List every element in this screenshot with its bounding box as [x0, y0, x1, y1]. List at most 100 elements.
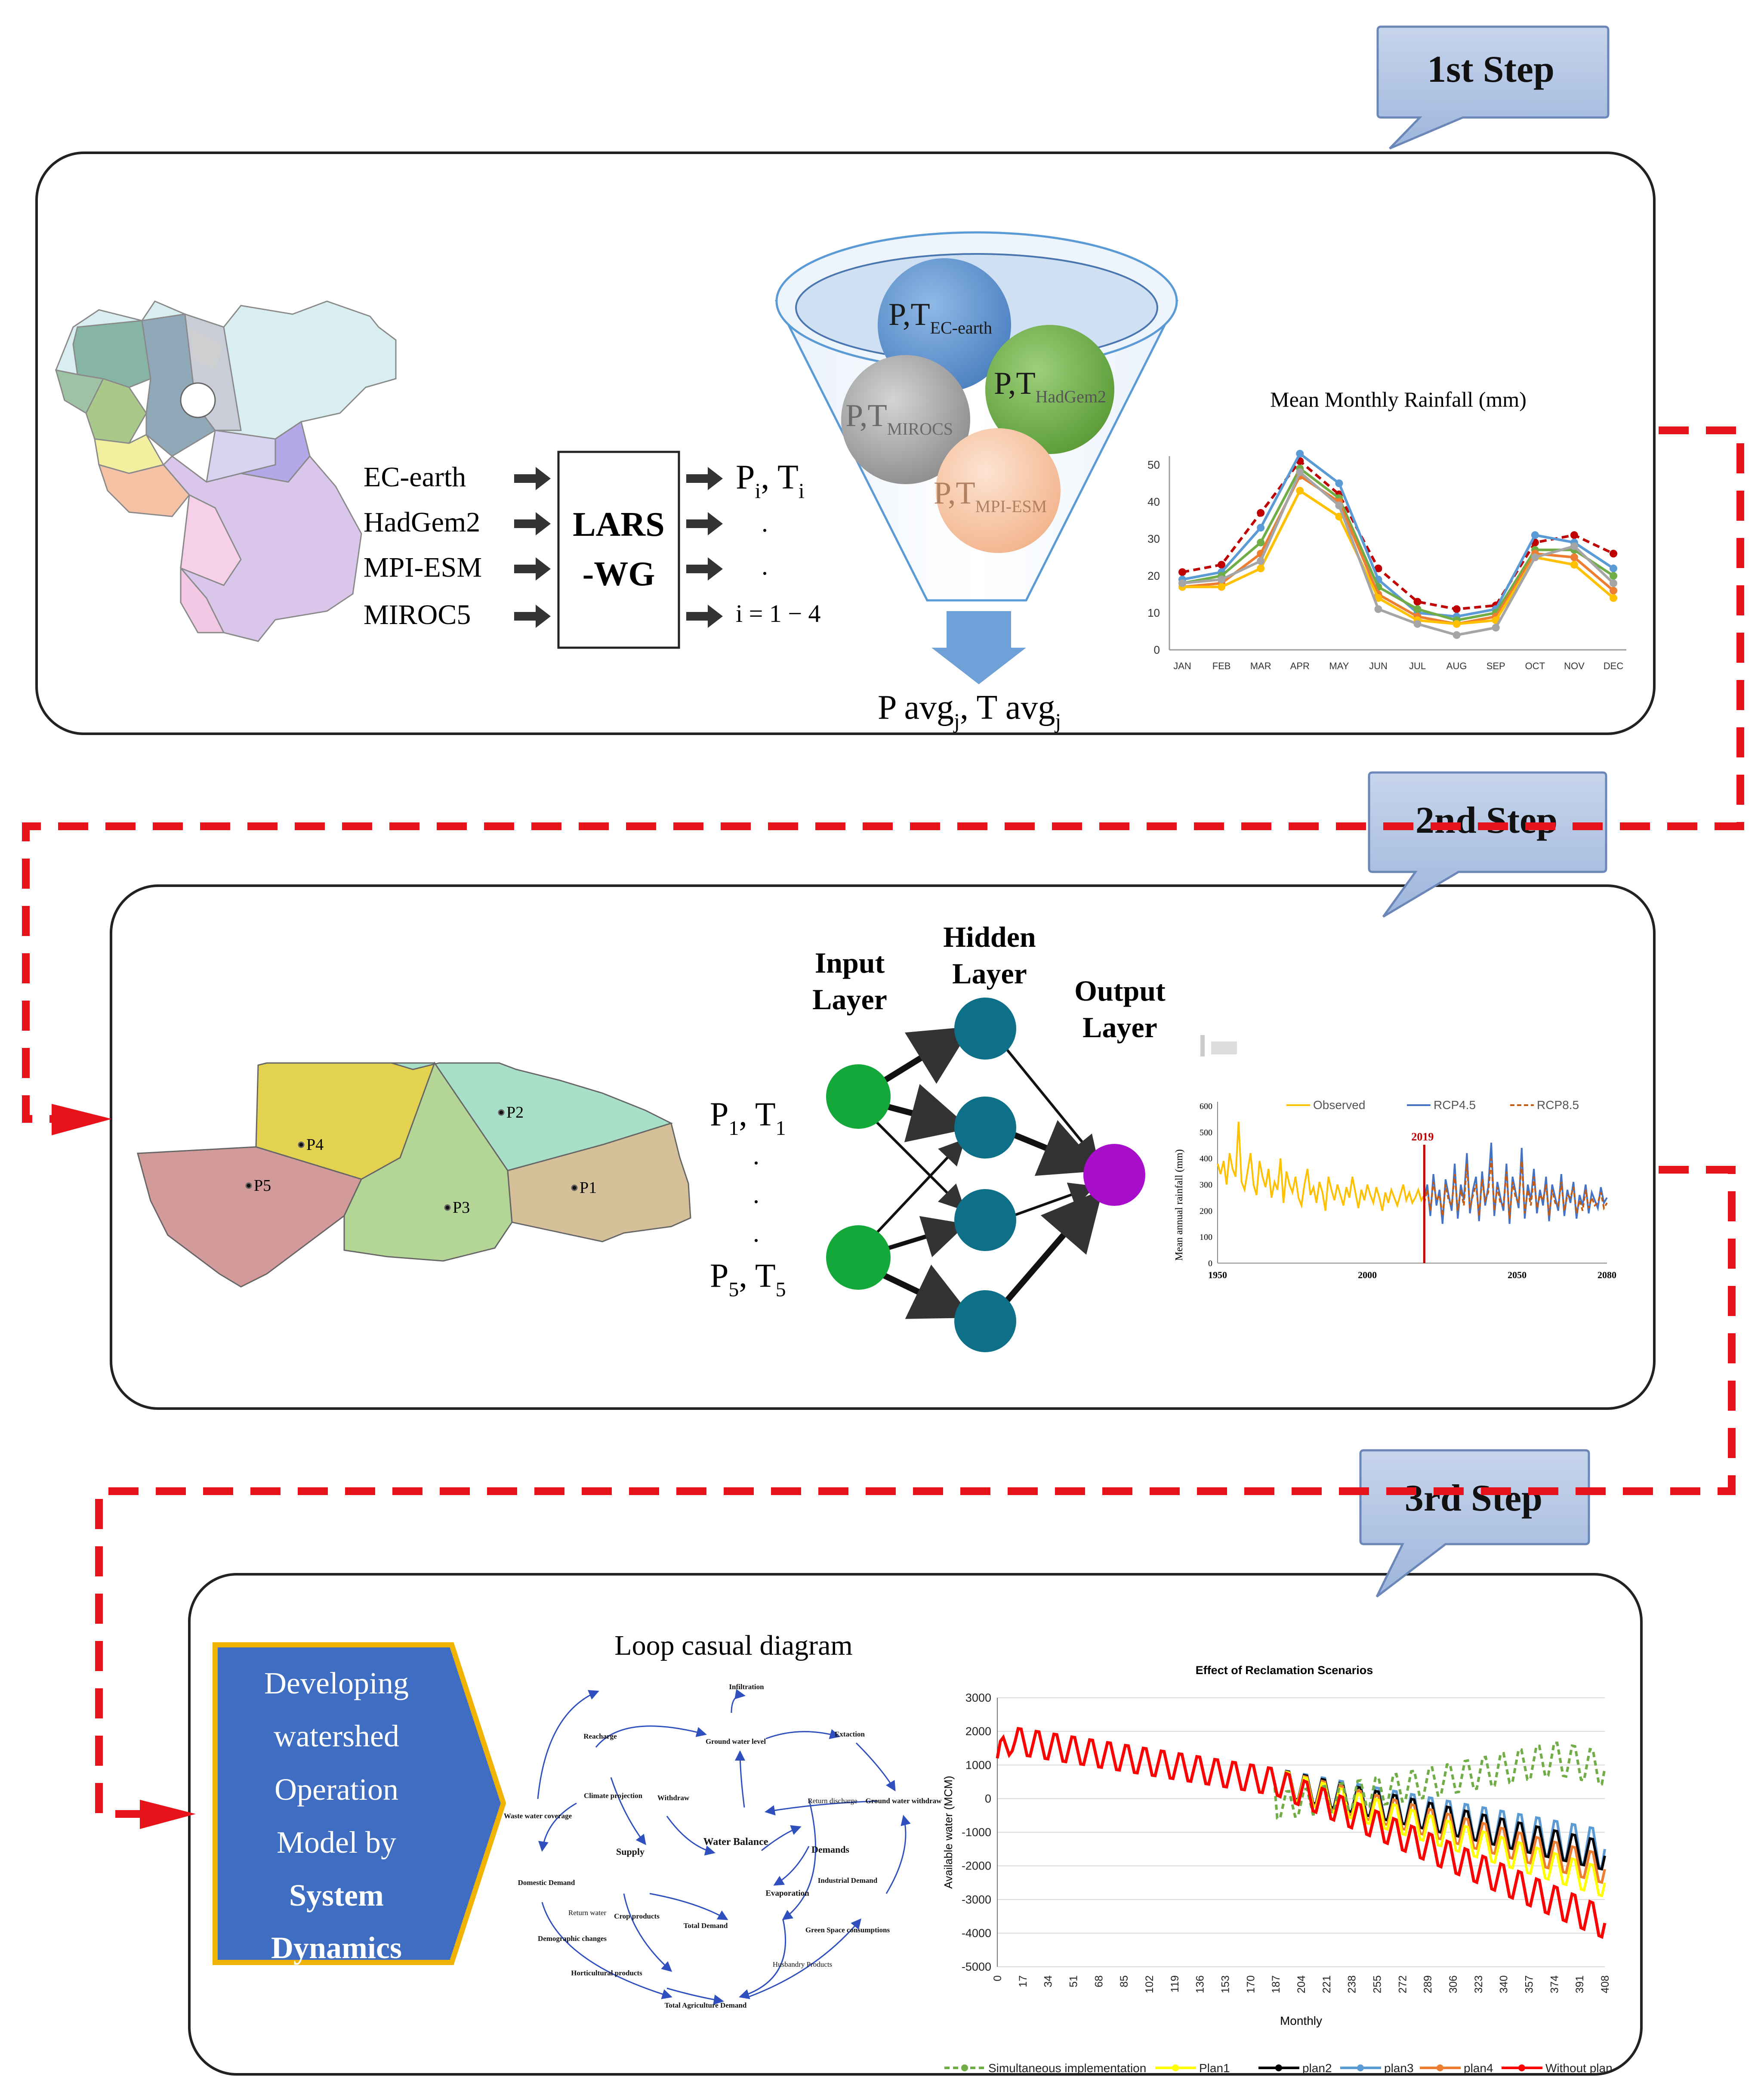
- chart3-series-0: [996, 1727, 1606, 1820]
- chart3-x-tick: 119: [1169, 1975, 1181, 1993]
- label-p3: P3: [453, 1199, 470, 1217]
- hidden-layer-label-1: Hidden: [943, 921, 1036, 953]
- chart3-legend-marker: [1357, 2064, 1364, 2071]
- chart3-x-tick: 357: [1523, 1975, 1536, 1993]
- loop-node-wastewater-coverage: Waste water coverage: [504, 1812, 572, 1820]
- step1-callout: 1st Step: [1376, 25, 1610, 150]
- causal-loop-diagram: Loop casual diagram Infiltration: [504, 1630, 942, 2009]
- sub-basin-map: [137, 1061, 691, 1288]
- loop-node-crop-products: Crop products: [614, 1912, 660, 1920]
- chart1-point: [1257, 509, 1265, 517]
- chart1-point: [1296, 450, 1304, 458]
- chart3-x-tick: 204: [1295, 1975, 1308, 1993]
- chart3-legend-label: plan2: [1302, 2061, 1332, 2075]
- chart3-legend-marker: [1437, 2064, 1443, 2071]
- chart3-legend-label: Plan1: [1199, 2061, 1230, 2075]
- chart2-legend-label: Observed: [1313, 1098, 1365, 1112]
- box-line-1: Developing: [264, 1666, 409, 1700]
- loop-node-supply: Supply: [616, 1846, 645, 1857]
- chart1-point: [1610, 594, 1617, 602]
- svg-text:.: .: [753, 1180, 759, 1208]
- chart1-x-tick: FEB: [1212, 661, 1231, 671]
- step2-panel: [110, 884, 1656, 1410]
- chart2-x-tick: 1950: [1208, 1270, 1227, 1280]
- lars-wg-line2: -WG: [583, 555, 655, 593]
- chart3-legend-label: Without plan: [1545, 2061, 1613, 2075]
- chart2-y-tick: 0: [1208, 1259, 1212, 1268]
- chart3-x-tick: 170: [1245, 1975, 1257, 1993]
- chart2-y-tick: 500: [1200, 1128, 1212, 1137]
- chart1-point: [1413, 598, 1422, 606]
- chart3-xlabel: Monthly: [1280, 2014, 1322, 2027]
- svg-text:Pi, Ti: Pi, Ti: [736, 458, 805, 503]
- loop-node-green-space: Green Space consumptions: [805, 1926, 890, 1934]
- chart2-y-tick: 600: [1200, 1102, 1212, 1111]
- svg-text:.: .: [753, 1141, 759, 1170]
- chart2-2019-label: 2019: [1411, 1131, 1434, 1143]
- chart3-x-tick: 34: [1042, 1975, 1055, 1987]
- chart3-legend-marker: [1275, 2064, 1282, 2071]
- label-p4: P4: [306, 1136, 324, 1154]
- ensemble-range: i = 1 − 4: [736, 599, 821, 627]
- chart1-series-0: [1182, 459, 1614, 611]
- funnel-down-arrow: [931, 611, 1026, 684]
- chart1-point: [1531, 531, 1539, 539]
- svg-text:.: .: [762, 509, 768, 537]
- chart3-x-tick: 17: [1017, 1975, 1029, 1987]
- circle-hadgem2: [985, 325, 1114, 454]
- chart1-point: [1453, 631, 1461, 639]
- loop-node-water-balance: Water Balance: [703, 1836, 768, 1848]
- chart1-point: [1610, 579, 1617, 587]
- chart1-point: [1374, 605, 1382, 613]
- chart1-y-tick: 0: [1154, 643, 1160, 656]
- chart1-point: [1610, 587, 1617, 595]
- chart3-ylabel: Available water (MCM): [942, 1776, 955, 1888]
- chart1-series-2: [1182, 467, 1614, 622]
- chart1-series-4: [1182, 488, 1614, 625]
- chart2-y-tick: 400: [1200, 1154, 1212, 1164]
- chart3-x-tick: 255: [1372, 1975, 1384, 1993]
- chart3-y-tick: 2000: [965, 1725, 991, 1738]
- chart1-x-tick: APR: [1290, 661, 1310, 671]
- box-line-4: Model by: [277, 1825, 396, 1860]
- chart3-x-tick: 391: [1574, 1975, 1586, 1993]
- chart1-series-1: [1182, 451, 1614, 618]
- hidden-node-2: [954, 1097, 1016, 1159]
- svg-text:P5, T5: P5, T5: [710, 1257, 786, 1301]
- chart3-x-tick: 272: [1397, 1975, 1409, 1993]
- svg-text:.: .: [762, 552, 768, 580]
- chart3-x-tick: 51: [1068, 1975, 1080, 1987]
- loop-node-evaporation: Evaporation: [765, 1889, 809, 1898]
- chart1-point: [1218, 561, 1226, 569]
- chart2-ylabel: Mean annual rainfall (mm): [1174, 1149, 1185, 1261]
- box-line-2: watershed: [274, 1719, 399, 1753]
- chart3-x-tick: 306: [1447, 1975, 1459, 1993]
- output-arrows: [686, 467, 723, 628]
- input-node-1: [826, 1064, 891, 1129]
- chart1-y-tick: 10: [1147, 606, 1160, 619]
- step3-panel: [188, 1573, 1643, 2076]
- chart1-x-tick: NOV: [1564, 661, 1585, 671]
- svg-text:P,THadGem2: P,THadGem2: [994, 366, 1106, 406]
- chart1-point: [1570, 542, 1578, 550]
- chart1-point: [1570, 553, 1578, 561]
- lars-wg-line1: LARS: [573, 506, 664, 544]
- chart1-x-tick: JUL: [1409, 661, 1426, 671]
- svg-text:P,TMPI-ESM: P,TMPI-ESM: [934, 476, 1047, 516]
- loop-node-total-agriculture-demand: Total Agriculture Demand: [665, 2001, 747, 2009]
- chart3-legend-label: plan3: [1384, 2061, 1414, 2075]
- chart2-y-tick: 100: [1200, 1233, 1212, 1242]
- step1-panel: [35, 151, 1656, 735]
- chart3-x-tick: 408: [1599, 1975, 1611, 1993]
- chart1-y-tick: 30: [1147, 532, 1160, 545]
- chart1-x-tick: AUG: [1446, 661, 1467, 671]
- svg-text:.: .: [753, 1219, 759, 1247]
- chart3-x-tick: 187: [1270, 1975, 1282, 1993]
- loop-title: Loop casual diagram: [614, 1630, 852, 1661]
- output-layer-label-1: Output: [1074, 974, 1166, 1007]
- gcm-models: EC-earth HadGem2 MPI-ESM MIROC5: [364, 461, 482, 630]
- chart3-x-tick: 136: [1194, 1975, 1206, 1993]
- label-p5: P5: [254, 1177, 271, 1195]
- model-hadgem2: HadGem2: [364, 507, 480, 538]
